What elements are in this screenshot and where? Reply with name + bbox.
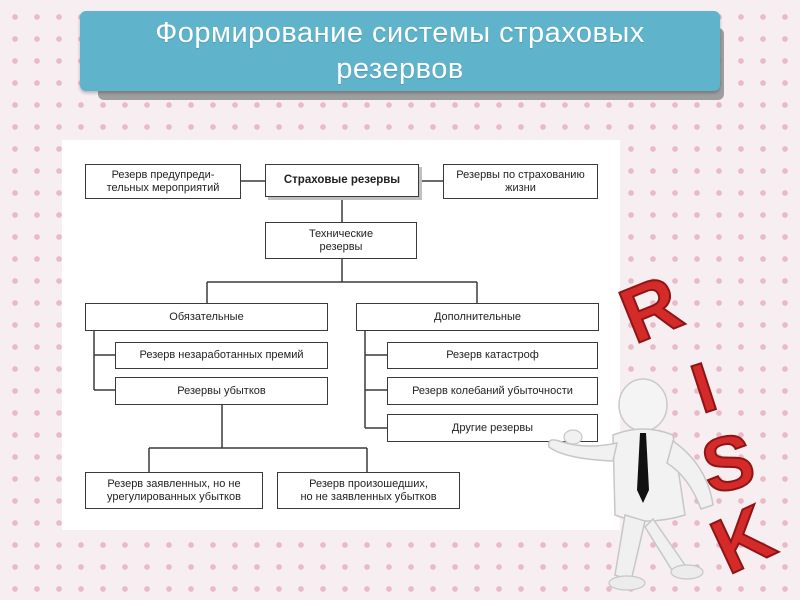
node-preventive-reserve: Резерв предупреди- тельных мероприятий — [85, 164, 241, 199]
node-technical-reserves: Технические резервы — [265, 222, 417, 259]
node-mandatory: Обязательные — [85, 303, 328, 331]
connector-lines — [93, 180, 478, 472]
man-foot-left — [608, 575, 646, 591]
man-arm-left — [547, 439, 618, 462]
man-foot-right — [670, 564, 704, 580]
man-head — [618, 378, 668, 432]
risk-letter-r: R — [608, 265, 693, 360]
node-catastrophe-reserve: Резерв катастроф — [387, 342, 598, 369]
node-insurance-reserves: Страховые резервы — [265, 164, 419, 197]
man-pointing-hand — [563, 429, 583, 445]
node-unearned-premium-reserve: Резерв незаработанных премий — [115, 342, 328, 369]
man-arm-right — [666, 439, 714, 510]
white-man-figure — [547, 378, 714, 591]
diagram-panel: Резерв предупреди- тельных мероприятий С… — [62, 140, 620, 530]
node-other-reserves: Другие резервы — [387, 414, 598, 442]
risk-man-illustration: R I S K — [547, 265, 788, 592]
risk-letter-i: I — [682, 348, 725, 428]
node-loss-fluctuation-reserve: Резерв колебаний убыточности — [387, 377, 598, 405]
title-banner: Формирование системы страховых резервов — [80, 11, 720, 91]
node-reported-not-settled-reserve: Резерв заявленных, но не урегулированных… — [85, 472, 263, 509]
man-tie — [637, 433, 649, 503]
node-additional: Дополнительные — [356, 303, 599, 331]
slide-title: Формирование системы страховых резервов — [155, 17, 645, 85]
node-life-insurance-reserves: Резервы по страхованию жизни — [443, 164, 598, 199]
node-incurred-not-reported-reserve: Резерв произошедших, но не заявленных уб… — [277, 472, 460, 509]
man-leg-left — [614, 514, 646, 583]
node-loss-reserves: Резервы убытков — [115, 377, 328, 405]
